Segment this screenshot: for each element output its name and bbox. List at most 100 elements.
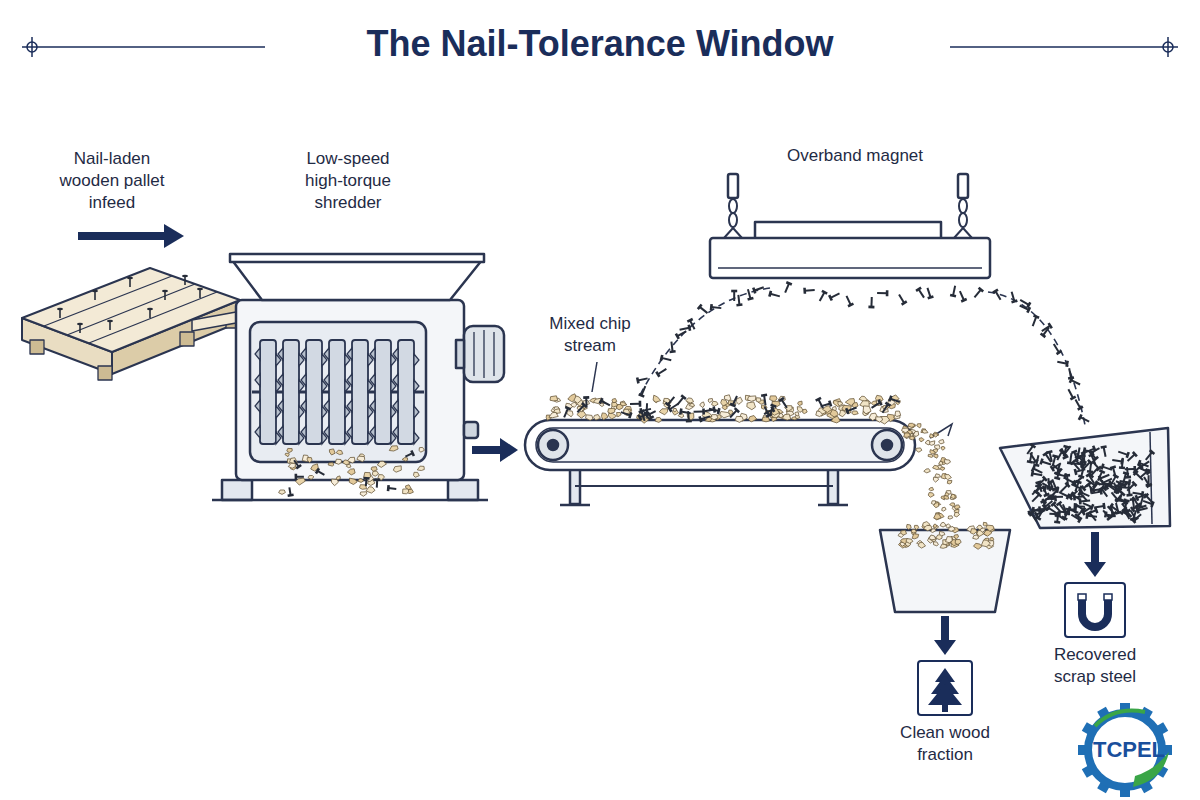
wood-chip xyxy=(929,487,934,490)
nail-fragment xyxy=(1073,398,1083,410)
nail-fragment xyxy=(711,304,722,311)
nail-fragment xyxy=(1046,486,1052,489)
nail-fragment xyxy=(127,277,133,287)
nail-fragment xyxy=(149,309,151,318)
nail-fragment xyxy=(767,405,776,416)
wood-chip xyxy=(852,411,859,415)
nail-fragment xyxy=(1128,485,1131,495)
nail-fragment xyxy=(1070,453,1071,463)
nail-fragment xyxy=(295,474,298,480)
wood-chip xyxy=(907,524,912,529)
nail-fragment xyxy=(1034,491,1039,494)
nail-fragment xyxy=(679,325,690,333)
nail-fragment xyxy=(1036,455,1038,465)
nail-fragment xyxy=(1089,474,1093,478)
wood-chip xyxy=(288,463,295,468)
wood-chip xyxy=(417,466,424,470)
trajectory-line xyxy=(930,424,952,438)
nail-fragment xyxy=(916,288,921,291)
nail-fragment xyxy=(700,307,708,313)
nail-fragment xyxy=(147,308,153,318)
nail-fragment xyxy=(1131,511,1136,520)
nail-fragment xyxy=(1089,454,1095,456)
nail-fragment xyxy=(1118,496,1121,501)
nail-fragment xyxy=(1050,462,1062,473)
nail-fragment xyxy=(1130,498,1136,501)
nail-fragment xyxy=(896,293,906,305)
nail-fragment xyxy=(1076,453,1082,461)
nail-fragment xyxy=(1012,292,1015,302)
nail-fragment xyxy=(1058,511,1061,517)
wood-chip xyxy=(918,543,925,549)
nail-fragment xyxy=(374,479,380,487)
nail-fragment xyxy=(1128,479,1131,485)
nail-fragment xyxy=(754,287,763,290)
wood-chip xyxy=(336,450,343,455)
nail-fragment xyxy=(565,407,571,409)
wood-chip xyxy=(655,417,662,422)
nail-fragment xyxy=(668,341,675,352)
nail-fragment xyxy=(1070,481,1082,491)
magnet-drawing xyxy=(710,174,990,278)
nail-fragment xyxy=(1087,510,1096,513)
nail-fragment xyxy=(1147,484,1152,487)
rotor-blade xyxy=(393,400,398,412)
nail-fragment xyxy=(1042,461,1052,464)
nail-fragment xyxy=(704,409,714,411)
wood-chip xyxy=(983,522,987,526)
nail-fragment xyxy=(1091,455,1095,464)
nail-fragment xyxy=(1132,482,1136,486)
nail-fragment xyxy=(1052,494,1055,500)
nail-fragment xyxy=(129,278,131,287)
wood-chip xyxy=(939,531,945,535)
nail-fragment xyxy=(1086,483,1097,495)
trajectory-line xyxy=(988,292,1085,425)
nail-fragment xyxy=(1057,464,1060,474)
nail-fragment xyxy=(1070,377,1082,387)
wood-chip xyxy=(328,463,334,467)
wood-chip xyxy=(770,396,778,402)
nail-fragment xyxy=(735,408,739,412)
shredder-drawing xyxy=(448,480,478,500)
shredder-drawing xyxy=(230,254,484,262)
wood-chip xyxy=(782,414,790,420)
nail-fragment xyxy=(645,413,648,418)
wood-chip xyxy=(954,535,959,539)
wood-chip xyxy=(929,535,936,540)
nail-fragment xyxy=(1047,451,1055,462)
nail-fragment xyxy=(1120,498,1128,503)
nail-fragment xyxy=(1133,504,1141,510)
nail-fragment xyxy=(639,401,642,407)
nail-fragment xyxy=(1031,444,1036,447)
rotor-blade xyxy=(347,374,352,386)
nail-fragment xyxy=(182,275,188,278)
nail-fragment xyxy=(286,487,293,496)
nail-fragment xyxy=(1120,492,1125,496)
wood-chip xyxy=(947,480,952,484)
nail-fragment xyxy=(844,295,854,307)
wood-chip xyxy=(371,467,377,472)
nail-fragment xyxy=(1043,499,1055,510)
flow-arrow xyxy=(78,224,184,248)
wood-chip xyxy=(933,465,940,469)
nail-fragment xyxy=(1032,470,1033,476)
title-rule xyxy=(22,46,265,48)
wood-chip xyxy=(608,408,615,413)
wood-chip xyxy=(911,529,916,533)
wood-chip xyxy=(934,434,938,437)
nail-fragment xyxy=(1060,503,1070,515)
nail-fragment xyxy=(1032,473,1042,475)
wood-chip xyxy=(925,440,930,445)
wood-chip xyxy=(950,503,955,507)
nail-fragment xyxy=(687,319,692,322)
nail-fragment xyxy=(1075,469,1077,475)
nail-fragment xyxy=(147,308,153,311)
nail-fragment xyxy=(1055,471,1066,479)
nail-fragment xyxy=(182,275,188,285)
nail-fragment xyxy=(974,290,980,298)
nail-fragment xyxy=(761,395,768,406)
wood-chip xyxy=(933,477,938,482)
stage-label: Nail-laden wooden pallet infeed xyxy=(45,148,180,214)
